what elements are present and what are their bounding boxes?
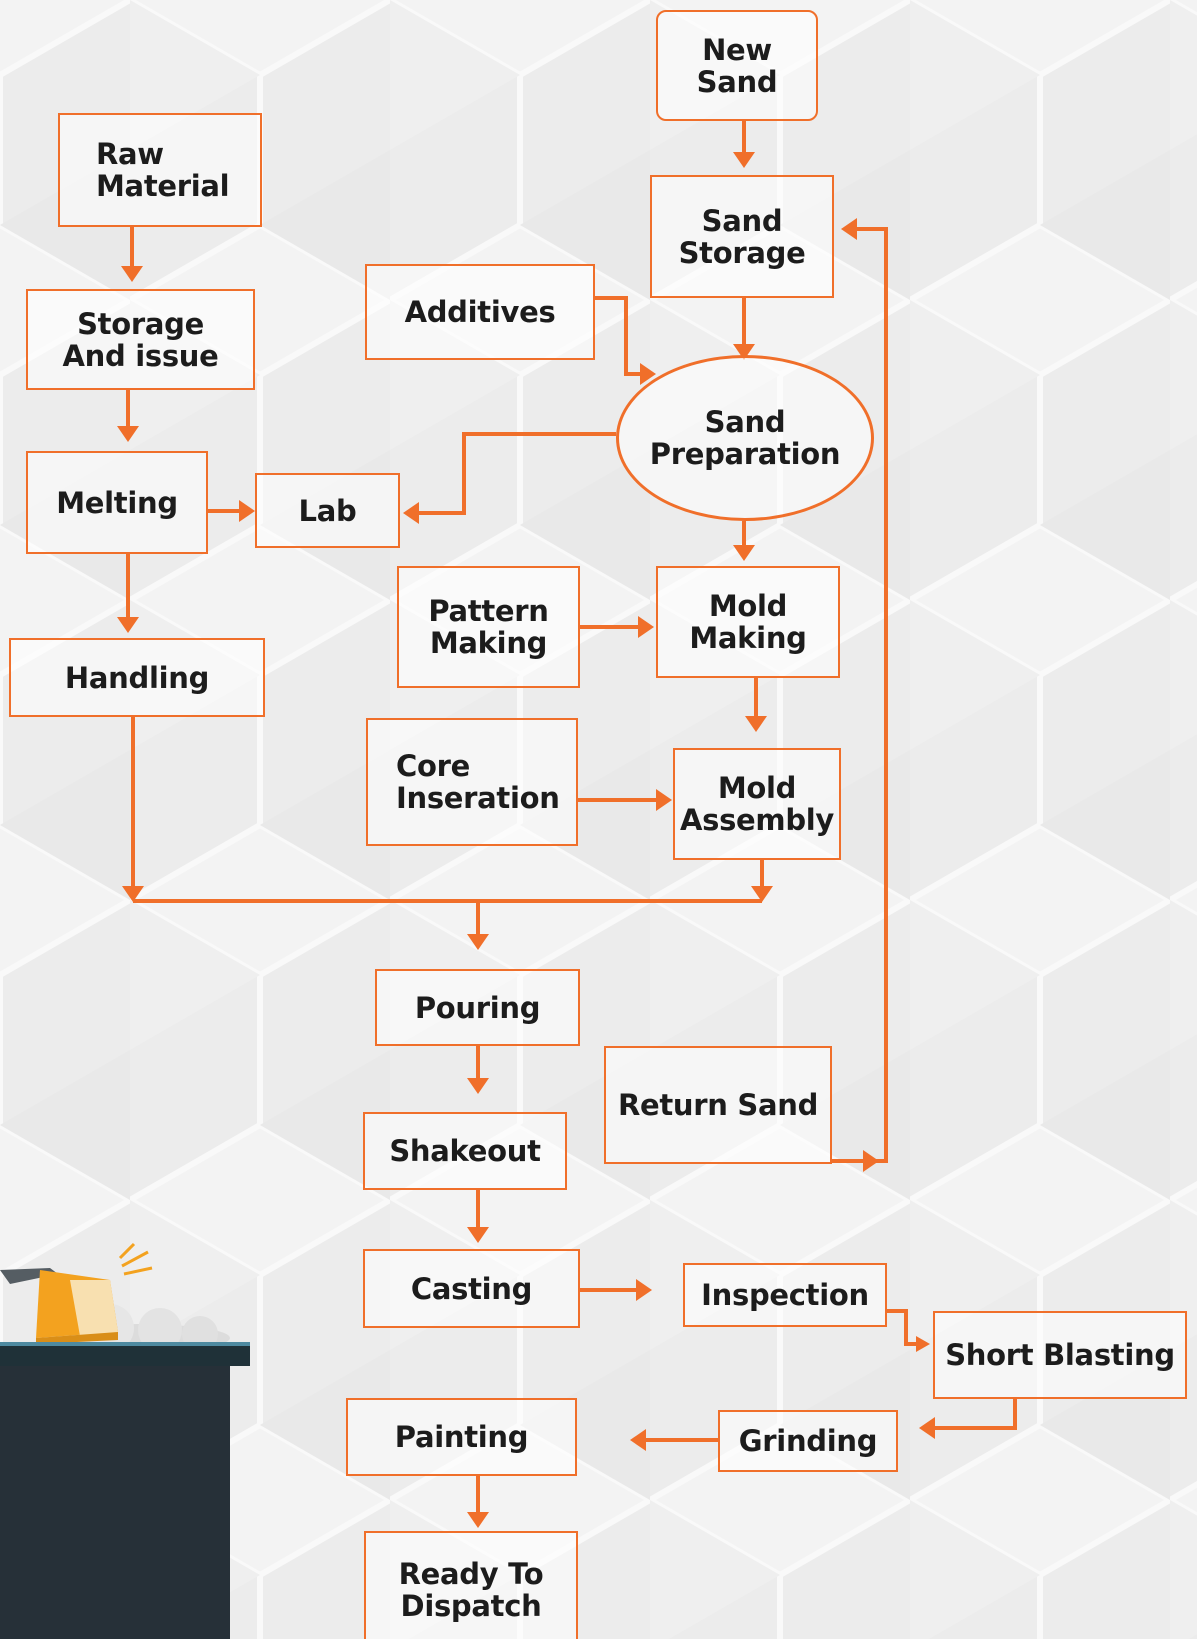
node-lab: Lab <box>255 473 400 548</box>
node-ready-to-dispatch-label: Ready To Dispatch <box>398 1557 544 1623</box>
node-new-sand: New Sand <box>656 10 818 121</box>
node-storage-and-issue: Storage And issue <box>26 289 255 390</box>
node-sand-preparation-label: Sand Preparation <box>649 405 841 471</box>
node-inspection-label: Inspection <box>701 1278 869 1312</box>
node-core-inseration: Core Inseration <box>366 718 578 846</box>
node-sand-storage-label: Sand Storage <box>678 203 806 270</box>
node-handling: Handling <box>9 638 265 717</box>
node-mold-making: Mold Making <box>656 566 840 678</box>
node-new-sand-label: New Sand <box>696 32 778 99</box>
node-return-sand: Return Sand <box>604 1046 832 1164</box>
node-short-blasting: Short Blasting <box>933 1311 1187 1399</box>
node-additives-label: Additives <box>404 295 556 329</box>
node-shakeout-label: Shakeout <box>389 1134 541 1168</box>
node-short-blasting-label: Short Blasting <box>945 1338 1175 1372</box>
node-pouring-label: Pouring <box>414 990 541 1025</box>
node-painting-label: Painting <box>394 1420 529 1454</box>
node-ready-to-dispatch: Ready To Dispatch <box>364 1531 578 1639</box>
welding-machine-icon <box>0 1242 250 1639</box>
node-storage-and-issue-label: Storage And issue <box>62 306 219 373</box>
node-sand-storage: Sand Storage <box>650 175 834 298</box>
node-mold-making-label: Mold Making <box>689 589 807 655</box>
node-lab-label: Lab <box>298 493 357 528</box>
node-inspection: Inspection <box>683 1263 887 1327</box>
node-painting: Painting <box>346 1398 577 1476</box>
node-melting-label: Melting <box>56 485 178 520</box>
node-melting: Melting <box>26 451 208 554</box>
node-raw-material: Raw Material <box>58 113 262 227</box>
node-handling-label: Handling <box>64 660 210 695</box>
node-grinding-label: Grinding <box>738 1424 878 1458</box>
node-mold-assembly-label: Mold Assembly <box>679 771 835 837</box>
node-casting-label: Casting <box>410 1271 533 1306</box>
node-additives: Additives <box>365 264 595 360</box>
node-sand-preparation: Sand Preparation <box>616 355 874 521</box>
node-mold-assembly: Mold Assembly <box>673 748 841 860</box>
node-shakeout: Shakeout <box>363 1112 567 1190</box>
node-grinding: Grinding <box>718 1410 898 1472</box>
node-pattern-making-label: Pattern Making <box>428 594 549 660</box>
node-return-sand-label: Return Sand <box>617 1088 819 1122</box>
node-casting: Casting <box>363 1249 580 1328</box>
node-pattern-making: Pattern Making <box>397 566 580 688</box>
node-pouring: Pouring <box>375 969 580 1046</box>
node-raw-material-label: Raw Material <box>96 137 230 203</box>
node-core-inseration-label: Core Inseration <box>396 749 560 815</box>
